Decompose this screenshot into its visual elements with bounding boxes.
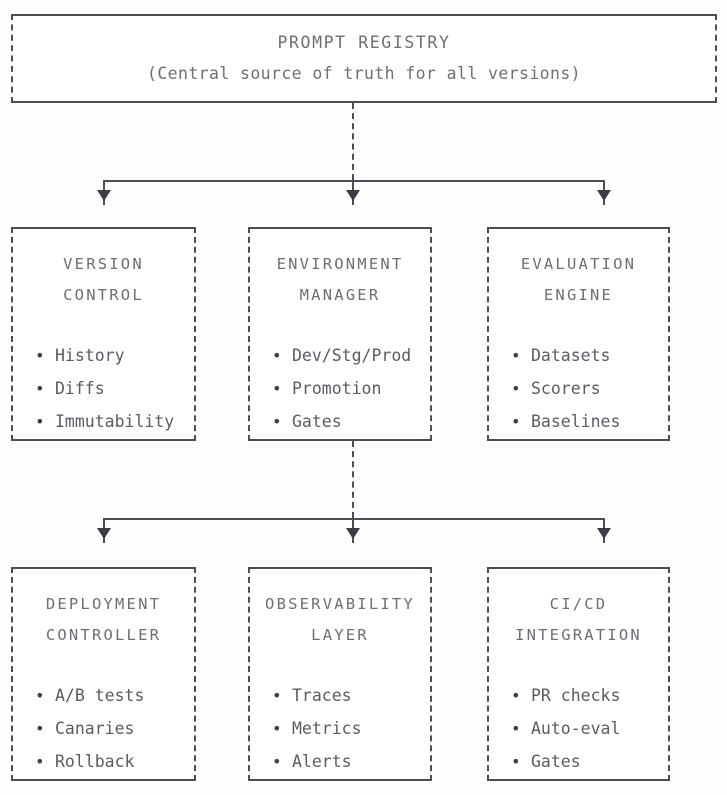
arrow-down-icon-version-control [97, 190, 111, 201]
list-item: Diffs [13, 372, 194, 405]
list-item: History [13, 339, 194, 372]
list-item: Dev/Stg/Prod [250, 339, 430, 372]
arrow-down-icon-observability-layer [346, 528, 360, 539]
list-item: Canaries [13, 712, 194, 745]
list-item: Gates [489, 745, 668, 778]
arrow-down-icon-evaluation-engine [597, 190, 611, 201]
node-title-line-1: EVALUATION [520, 255, 637, 273]
connector-stem-root [352, 103, 354, 180]
node-title: PROMPT REGISTRY [277, 33, 451, 52]
list-item: Promotion [250, 372, 430, 405]
list-item: Gates [250, 405, 430, 438]
node-environment-manager[interactable]: ENVIRONMENT MANAGER Dev/Stg/Prod Promoti… [248, 227, 432, 441]
node-version-control[interactable]: VERSION CONTROL History Diffs Immutabili… [11, 227, 196, 441]
list-item: Metrics [250, 712, 430, 745]
list-item: Scorers [489, 372, 668, 405]
connector-stem-middle [352, 441, 354, 518]
list-item: Immutability [13, 405, 194, 438]
list-item: Auto-eval [489, 712, 668, 745]
list-item: Datasets [489, 339, 668, 372]
list-item: Traces [250, 679, 430, 712]
list-item: Alerts [250, 745, 430, 778]
node-title-line-1: CI/CD [549, 595, 608, 613]
list-item: Rollback [13, 745, 194, 778]
node-bullet-list: A/B tests Canaries Rollback [13, 679, 194, 778]
list-item: PR checks [489, 679, 668, 712]
node-title-line-2: INTEGRATION [515, 626, 642, 644]
node-title-line-1: DEPLOYMENT [45, 595, 162, 613]
list-item: A/B tests [13, 679, 194, 712]
arrow-down-icon-cicd-integration [597, 528, 611, 539]
node-title-line-2: CONTROLLER [45, 626, 162, 644]
node-observability-layer[interactable]: OBSERVABILITY LAYER Traces Metrics Alert… [248, 567, 432, 781]
node-title-line-1: ENVIRONMENT [276, 255, 404, 273]
list-item: Baselines [489, 405, 668, 438]
node-title-line-2: LAYER [311, 626, 369, 644]
node-bullet-list: History Diffs Immutability [13, 339, 194, 438]
node-title-line-2: MANAGER [299, 286, 381, 304]
node-cicd-integration[interactable]: CI/CD INTEGRATION PR checks Auto-eval Ga… [487, 567, 670, 781]
node-title-line-1: OBSERVABILITY [265, 595, 415, 613]
node-title-line-2: CONTROL [63, 286, 144, 304]
node-subtitle: (Central source of truth for all version… [146, 64, 582, 83]
node-prompt-registry[interactable]: PROMPT REGISTRY (Central source of truth… [11, 14, 717, 103]
node-title-line-1: VERSION [63, 255, 144, 273]
node-title-line-2: ENGINE [543, 286, 614, 304]
node-bullet-list: PR checks Auto-eval Gates [489, 679, 668, 778]
arrow-down-icon-environment-manager [346, 190, 360, 201]
node-bullet-list: Traces Metrics Alerts [250, 679, 430, 778]
node-bullet-list: Dev/Stg/Prod Promotion Gates [250, 339, 430, 438]
arrow-down-icon-deployment-controller [97, 528, 111, 539]
node-evaluation-engine[interactable]: EVALUATION ENGINE Datasets Scorers Basel… [487, 227, 670, 441]
node-deployment-controller[interactable]: DEPLOYMENT CONTROLLER A/B tests Canaries… [11, 567, 196, 781]
node-bullet-list: Datasets Scorers Baselines [489, 339, 668, 438]
